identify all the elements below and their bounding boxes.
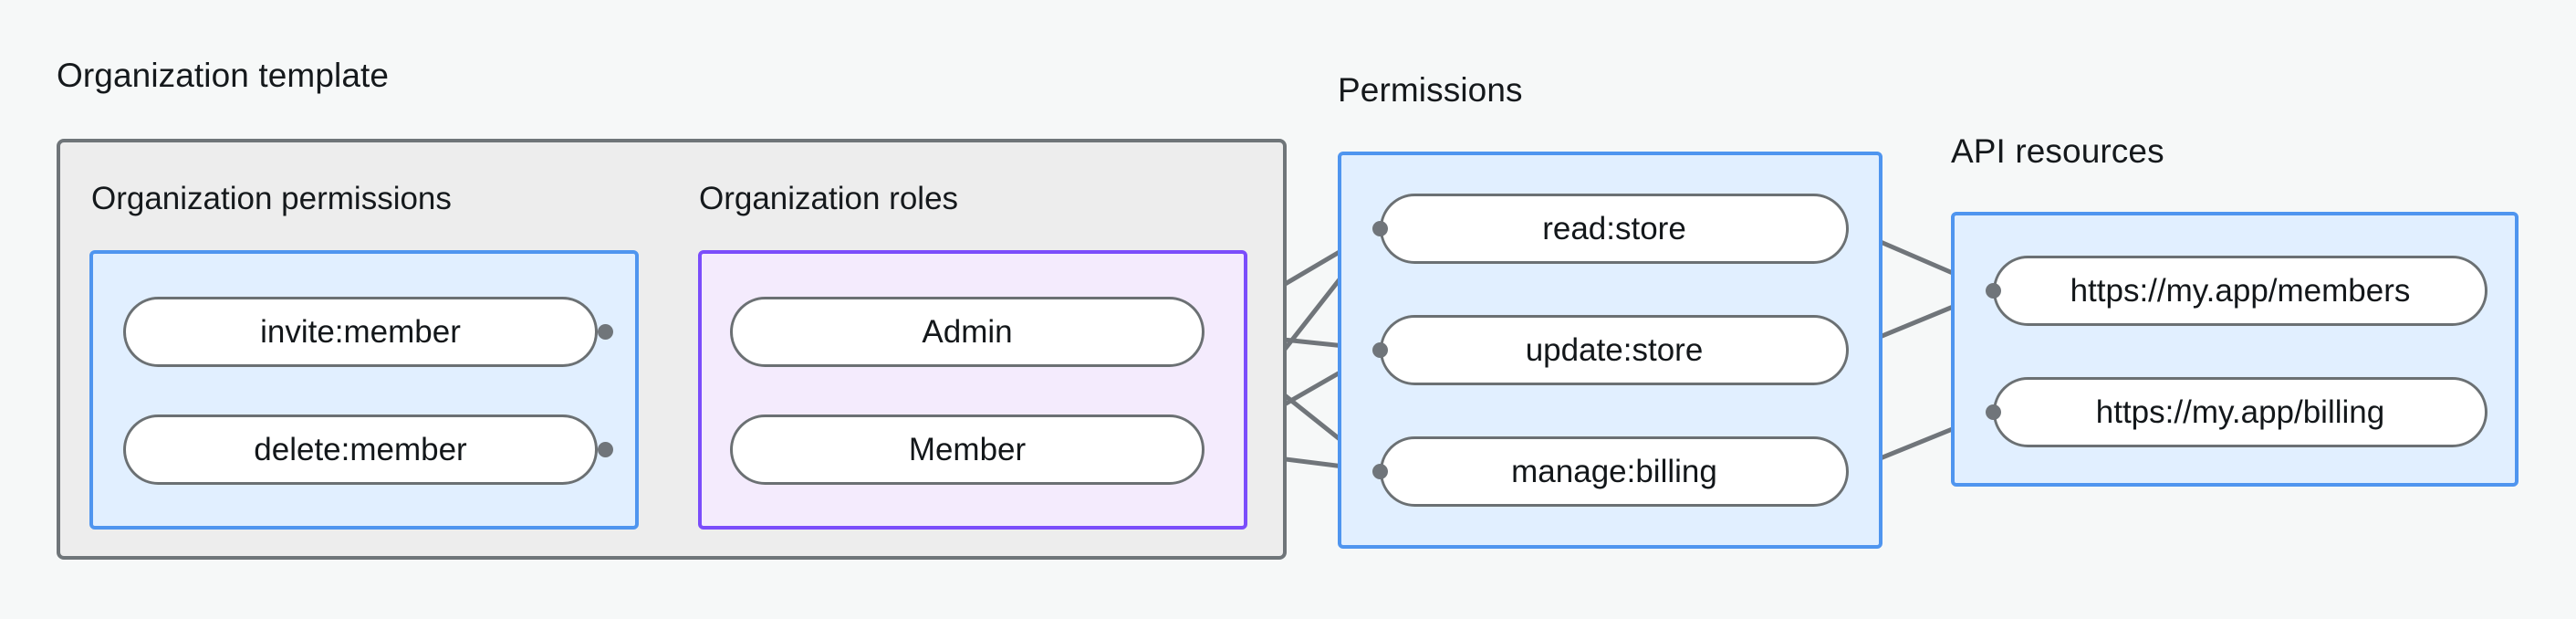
node-api-members[interactable]: https://my.app/members: [1993, 256, 2487, 326]
node-invite-member[interactable]: invite:member: [123, 297, 598, 367]
node-delete-member[interactable]: delete:member: [123, 414, 598, 485]
connector-dot-read-store: [1372, 221, 1388, 236]
connector-dot-manage-billing: [1372, 464, 1388, 479]
node-api-billing[interactable]: https://my.app/billing: [1993, 377, 2487, 447]
organization-permissions-title: Organization permissions: [91, 181, 452, 216]
node-read-store[interactable]: read:store: [1380, 194, 1849, 264]
permissions-title: Permissions: [1338, 71, 1523, 109]
connector-dot-api-billing: [1986, 404, 2001, 420]
node-role-member[interactable]: Member: [730, 414, 1205, 485]
connector-dot-invite-member: [598, 324, 613, 340]
organization-permissions-group: [89, 250, 639, 530]
organization-roles-group: [698, 250, 1247, 530]
connector-dot-api-members: [1986, 283, 2001, 299]
organization-template-title: Organization template: [57, 57, 390, 94]
api-resources-title: API resources: [1951, 132, 2164, 170]
node-manage-billing[interactable]: manage:billing: [1380, 436, 1849, 507]
connector-dot-update-store: [1372, 342, 1388, 358]
organization-roles-title: Organization roles: [699, 181, 959, 216]
connector-dot-delete-member: [598, 442, 613, 457]
node-update-store[interactable]: update:store: [1380, 315, 1849, 385]
node-role-admin[interactable]: Admin: [730, 297, 1205, 367]
